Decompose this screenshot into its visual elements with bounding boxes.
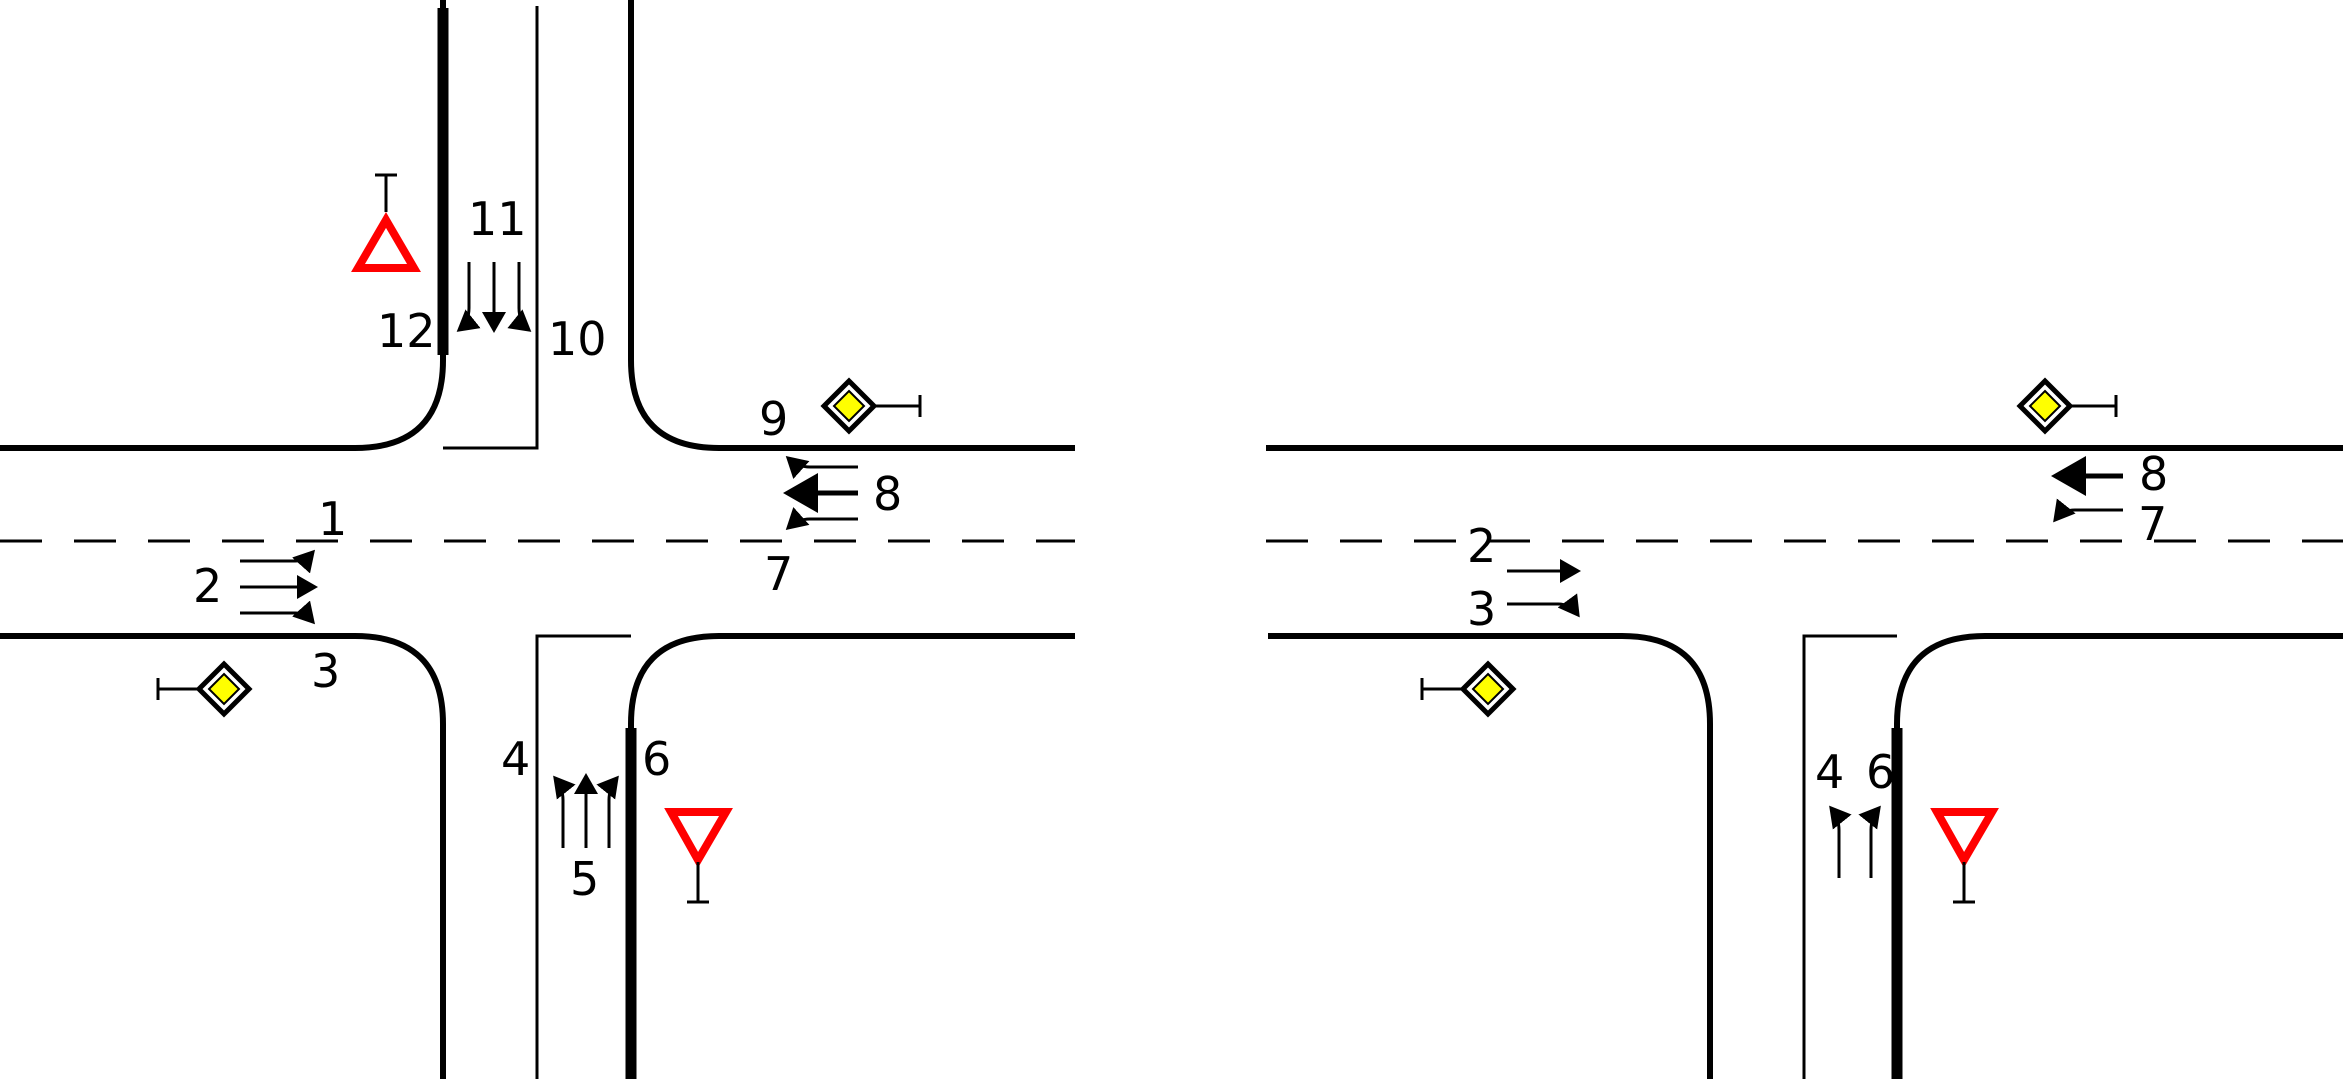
t-junction-movement-labels: 2 3 4 6 7 8 [1467, 447, 2168, 799]
t-junction: 2 3 4 6 7 8 [1266, 377, 2343, 1079]
lane-arrow-icon [785, 507, 858, 531]
t-south-approach-arrows [1829, 805, 1881, 878]
movement-label: 1 [318, 492, 347, 546]
four-way-movement-labels: 1 2 3 4 5 6 7 8 9 10 11 12 [193, 192, 902, 906]
lane-arrow-icon [240, 600, 315, 625]
priority-road-sign-icon [820, 377, 922, 435]
four-way-intersection: 1 2 3 4 5 6 7 8 9 10 11 12 [0, 0, 1075, 1079]
curb-southwest [1268, 633, 1713, 1079]
movement-label: 8 [873, 467, 902, 521]
lane-divider-south [1802, 634, 1897, 1079]
movement-label: 5 [570, 852, 599, 906]
yield-sign-icon [351, 173, 421, 272]
movement-label: 7 [764, 547, 793, 601]
movement-label: 12 [377, 304, 436, 358]
yield-sign-icon [664, 808, 733, 904]
curb-southwest [0, 633, 446, 1079]
priority-road-sign-icon [156, 660, 253, 718]
movement-label: 11 [468, 192, 527, 246]
curb-southeast [1894, 633, 2343, 1079]
lane-divider-north [443, 6, 539, 450]
north-approach-arrows [456, 262, 532, 333]
curb-northeast [628, 0, 1075, 451]
priority-road-sign-icon [1420, 660, 1517, 718]
lane-arrow-icon [596, 775, 619, 848]
lane-arrow-icon [785, 455, 858, 479]
yield-sign-icon [1930, 808, 1999, 904]
lane-arrow-icon [456, 262, 481, 332]
t-junction-road-edges [1266, 445, 2343, 1079]
movement-label: 3 [311, 644, 340, 698]
movement-label: 10 [548, 312, 607, 366]
t-east-approach-arrows [2051, 456, 2123, 523]
priority-road-sign-icon [2016, 377, 2118, 435]
movement-label: 7 [2138, 497, 2167, 551]
east-approach-arrows [783, 455, 858, 531]
movement-label: 8 [2139, 447, 2168, 501]
t-west-approach-arrows [1507, 559, 1581, 618]
curb-southeast [628, 633, 1075, 1079]
movement-label: 4 [1815, 745, 1844, 799]
four-way-road-edges [0, 0, 1075, 1079]
lane-arrow-icon [1829, 805, 1852, 878]
lane-arrow-icon [553, 775, 576, 848]
lane-arrow-icon [240, 549, 315, 574]
south-approach-arrows [553, 773, 619, 848]
movement-label: 9 [759, 392, 788, 446]
lane-divider-south [535, 634, 631, 1079]
lane-arrow-icon [2053, 498, 2123, 523]
movement-label: 2 [1467, 519, 1496, 573]
lane-arrow-icon [507, 262, 532, 332]
movement-label: 2 [193, 559, 222, 613]
movement-label: 3 [1467, 582, 1496, 636]
curb-northwest [0, 0, 446, 451]
movement-label: 6 [642, 732, 671, 786]
movement-label: 6 [1866, 745, 1895, 799]
movement-label: 4 [501, 732, 530, 786]
lane-arrow-icon [1507, 593, 1580, 618]
west-approach-arrows [240, 549, 318, 625]
lane-arrow-icon [1858, 805, 1881, 878]
